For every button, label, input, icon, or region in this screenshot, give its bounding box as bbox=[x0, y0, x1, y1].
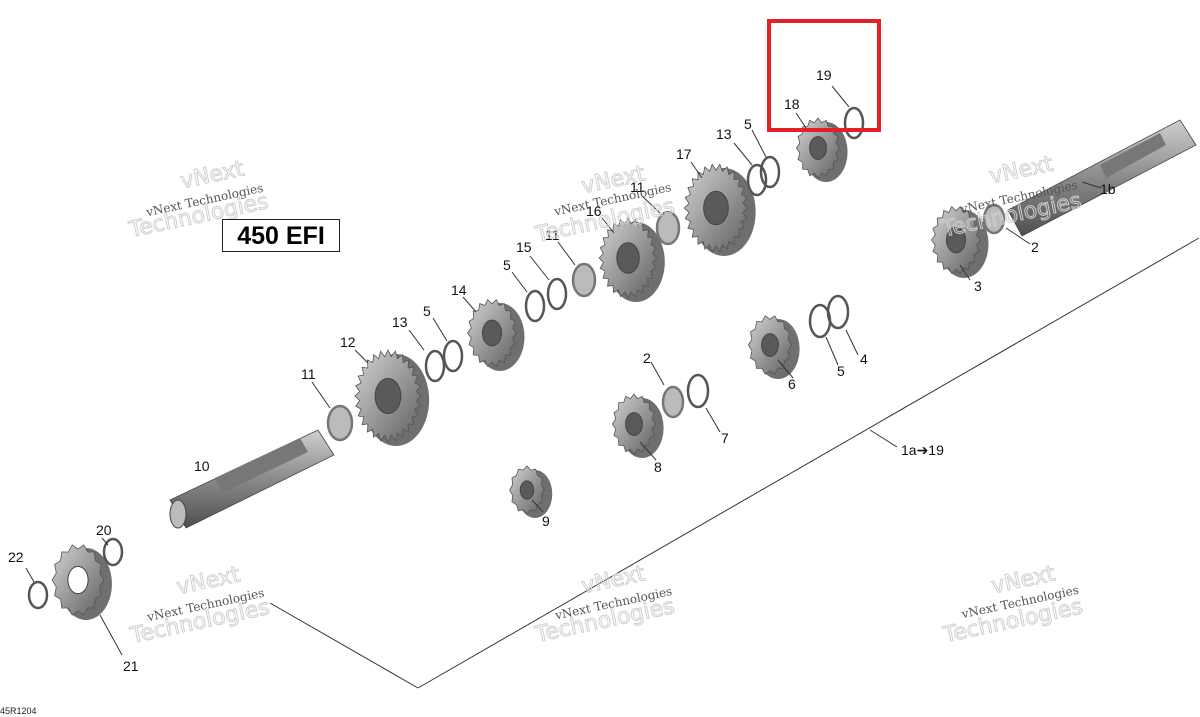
ring-5c bbox=[442, 339, 464, 373]
watermark: vNext Technologies vNext Technologies bbox=[939, 151, 1084, 243]
callout-5: 5 bbox=[423, 303, 431, 319]
watermark: vNext Technologies vNext Technologies bbox=[127, 562, 272, 650]
callout-2: 2 bbox=[1031, 239, 1039, 255]
callout-17: 17 bbox=[676, 146, 692, 162]
callout-14: 14 bbox=[451, 282, 467, 298]
callout-labels: 19 18 5 13 17 11 16 11 15 5 14 5 13 12 1… bbox=[8, 67, 1116, 674]
reference-code: 45R1204 bbox=[0, 706, 37, 716]
ring-15 bbox=[546, 277, 568, 311]
assembly-outline bbox=[269, 237, 1200, 689]
ring-22 bbox=[27, 580, 49, 610]
ring-2a bbox=[661, 385, 685, 419]
leader-lines bbox=[25, 85, 1102, 656]
callout-4: 4 bbox=[860, 351, 868, 367]
callout-8: 8 bbox=[654, 459, 662, 475]
gear-14 bbox=[467, 298, 525, 371]
callout-7: 7 bbox=[721, 430, 729, 446]
gear-16 bbox=[598, 217, 665, 302]
callout-3: 3 bbox=[974, 278, 982, 294]
ring-11a bbox=[326, 404, 354, 442]
callout-11: 11 bbox=[301, 366, 316, 382]
callout-1a-19: 1a➔19 bbox=[901, 442, 944, 458]
gear-18 bbox=[795, 117, 848, 182]
ring-20 bbox=[102, 537, 124, 567]
ring-7 bbox=[686, 373, 710, 409]
ring-19 bbox=[843, 106, 865, 140]
ring-11c bbox=[655, 210, 681, 246]
callout-22: 22 bbox=[8, 549, 24, 565]
callout-15: 15 bbox=[516, 239, 532, 255]
callout-13: 13 bbox=[716, 126, 732, 142]
callout-20: 20 bbox=[96, 522, 112, 538]
ring-13b bbox=[424, 349, 446, 383]
callout-11: 11 bbox=[630, 179, 645, 195]
watermark: vNext Technologies vNext Technologies bbox=[940, 561, 1085, 649]
gear-21 bbox=[51, 544, 112, 620]
callout-11: 11 bbox=[545, 227, 560, 243]
callout-21: 21 bbox=[123, 658, 139, 674]
ring-13a bbox=[746, 163, 768, 197]
highlight-box bbox=[767, 19, 881, 132]
callout-16: 16 bbox=[586, 203, 602, 219]
shaft-10 bbox=[169, 429, 335, 529]
callout-6: 6 bbox=[788, 376, 796, 392]
callout-1b: 1b bbox=[1100, 181, 1116, 197]
ring-group bbox=[27, 106, 1006, 610]
gear-8 bbox=[611, 393, 664, 458]
ring-4 bbox=[826, 294, 850, 330]
ring-11b bbox=[571, 262, 597, 298]
callout-5: 5 bbox=[744, 116, 752, 132]
callout-13: 13 bbox=[392, 314, 408, 330]
model-title-box: 450 EFI bbox=[222, 219, 340, 252]
callout-9: 9 bbox=[542, 513, 550, 529]
callout-2: 2 bbox=[643, 350, 651, 366]
watermark: vNext Technologies vNext Technologies bbox=[532, 561, 677, 649]
ring-2b bbox=[982, 203, 1006, 235]
callout-18: 18 bbox=[784, 96, 800, 112]
callout-5: 5 bbox=[503, 257, 511, 273]
gear-9 bbox=[509, 465, 553, 518]
callout-19: 19 bbox=[816, 67, 832, 83]
shaft-1b bbox=[1007, 119, 1197, 237]
callout-12: 12 bbox=[340, 334, 356, 350]
gear-6 bbox=[747, 315, 800, 379]
gear-3 bbox=[931, 205, 989, 278]
gear-17 bbox=[683, 163, 756, 256]
ring-5b bbox=[524, 289, 546, 323]
callout-10: 10 bbox=[194, 458, 210, 474]
gear-group bbox=[51, 117, 989, 620]
callout-5: 5 bbox=[837, 363, 845, 379]
ring-5a bbox=[759, 155, 781, 189]
gear-12 bbox=[354, 349, 430, 446]
